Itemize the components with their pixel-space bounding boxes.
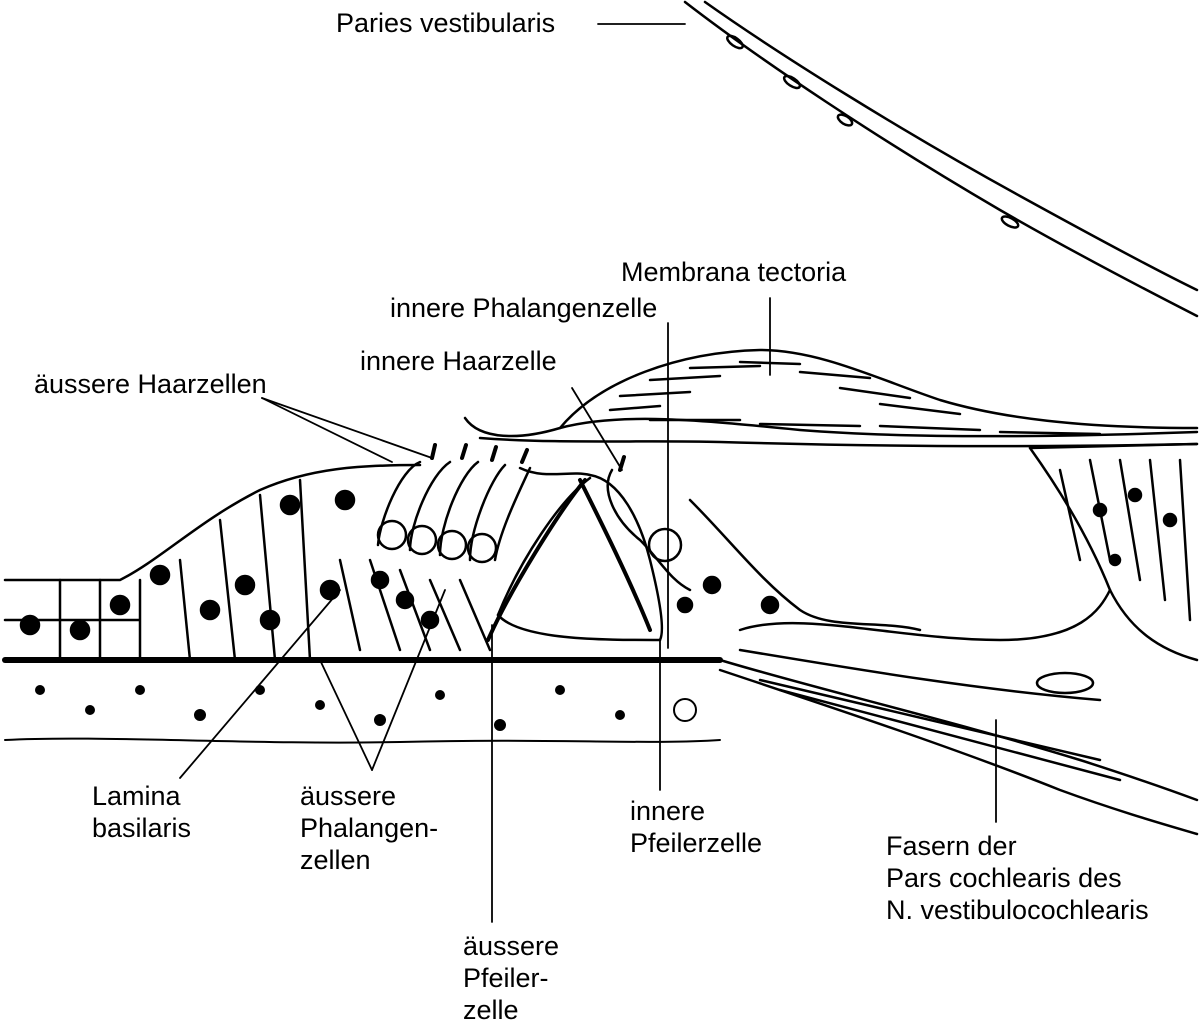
inner-sulcus-outline [740, 590, 1110, 640]
label-aeussere-haarzellen: äussere Haarzellen [34, 368, 267, 400]
label-lamina-basilaris: Lamina basilaris [92, 780, 191, 844]
label-aeussere-pfeilerzelle: äussere Pfeiler- zelle [463, 930, 559, 1026]
label-innere-pfeilerzelle-line1: innere [630, 795, 762, 827]
outer-epithelium [5, 465, 420, 660]
label-aeussere-pfeilerzelle-line2: Pfeiler- [463, 962, 559, 994]
connective-tissue [5, 686, 720, 743]
tunnel-of-corti [488, 468, 662, 640]
label-innere-pfeilerzelle: innere Pfeilerzelle [630, 795, 762, 859]
outer-phalangeal-cells [340, 560, 490, 650]
label-aeussere-phalangenzellen-line2: Phalangen- [300, 812, 438, 844]
label-aeussere-phalangenzellen-line1: äussere [300, 780, 438, 812]
label-lamina-basilaris-line2: basilaris [92, 812, 191, 844]
label-aeussere-phalangenzellen-line3: zellen [300, 844, 438, 876]
label-lamina-basilaris-line1: Lamina [92, 780, 191, 812]
outer-hair-cells [378, 445, 530, 562]
inner-hair-cell-region [608, 457, 920, 630]
label-paries-vestibularis: Paries vestibularis [336, 7, 555, 39]
label-innere-phalangenzelle: innere Phalangenzelle [390, 292, 657, 324]
label-aeussere-pfeilerzelle-line1: äussere [463, 930, 559, 962]
label-fasern-line1: Fasern der [886, 830, 1149, 862]
label-fasern-line3: N. vestibulocochlearis [886, 894, 1149, 926]
nerve-fibers [720, 650, 1197, 834]
label-fasern: Fasern der Pars cochlearis des N. vestib… [886, 830, 1149, 926]
label-membrana-tectoria: Membrana tectoria [621, 256, 846, 288]
label-innere-pfeilerzelle-line2: Pfeilerzelle [630, 827, 762, 859]
label-fasern-line2: Pars cochlearis des [886, 862, 1149, 894]
label-innere-haarzelle: innere Haarzelle [360, 345, 557, 377]
membrana-tectoria [465, 350, 1197, 446]
label-aeussere-pfeilerzelle-line3: zelle [463, 994, 559, 1026]
label-aeussere-phalangenzellen: äussere Phalangen- zellen [300, 780, 438, 876]
spiral-limbus [1030, 444, 1197, 660]
